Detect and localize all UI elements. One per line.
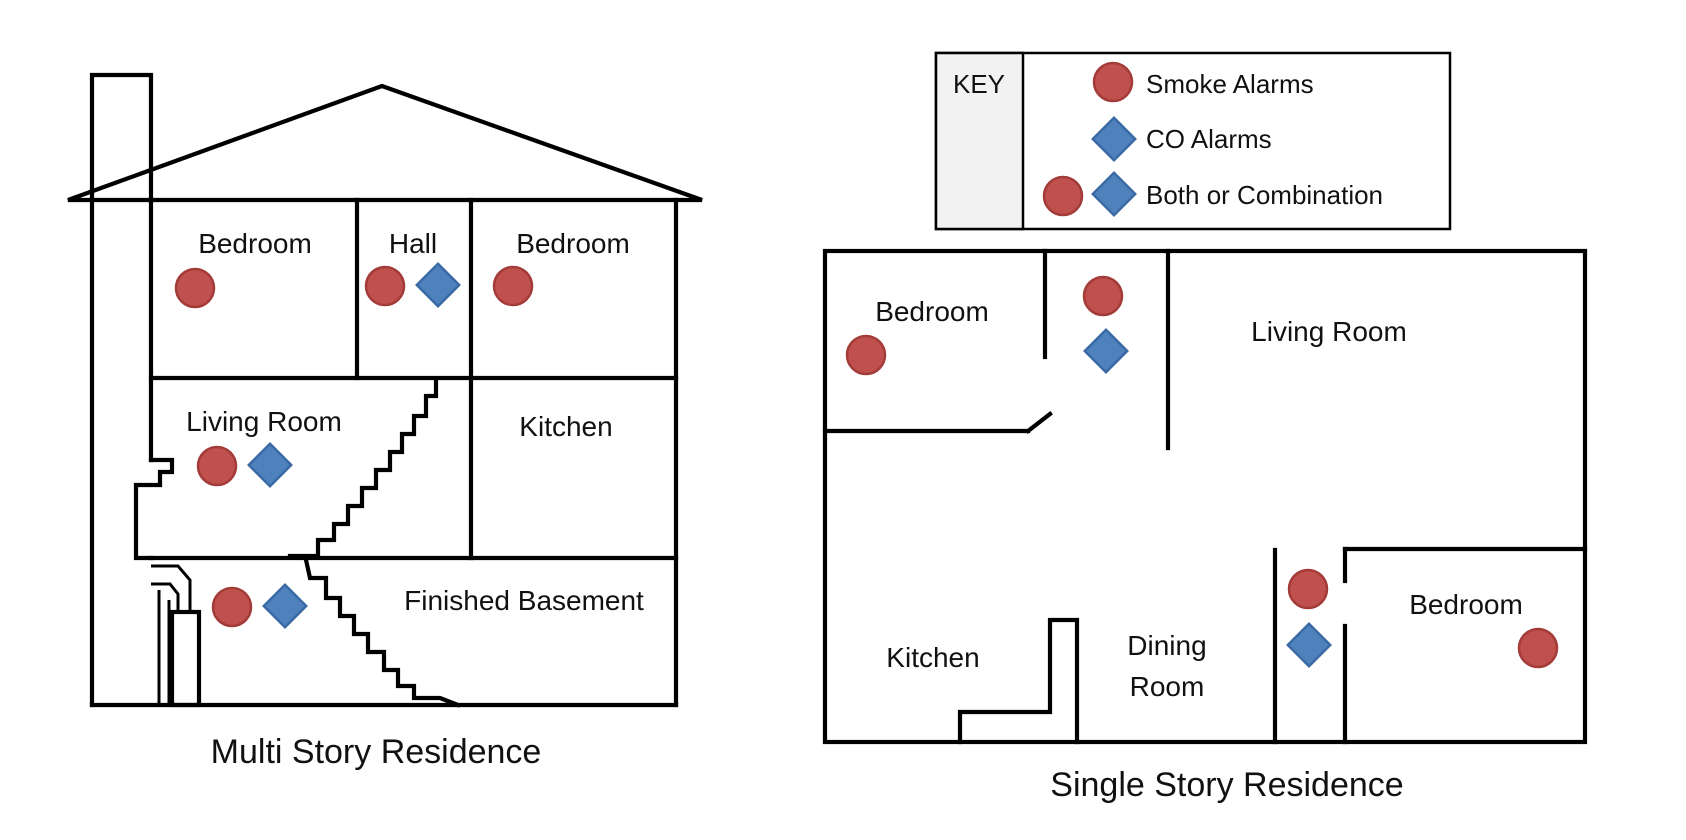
roof (67, 83, 703, 203)
room-label-bedroom-right: Bedroom (516, 228, 630, 259)
legend-key: KEY Smoke Alarms CO Alarms Both or Combi… (934, 51, 1452, 231)
single-story-floorplan: Bedroom Living Room Bedroom Kitchen Dini… (822, 248, 1588, 804)
smoke-alarm-icon (1082, 275, 1124, 317)
smoke-alarm-icon (1287, 568, 1329, 610)
smoke-alarm-icon (174, 267, 216, 309)
smoke-alarm-icon (196, 445, 238, 487)
smoke-alarm-icon (492, 265, 534, 307)
legend-label-co: CO Alarms (1146, 124, 1272, 154)
co-alarm-icon (415, 262, 461, 308)
co-alarm-icon (247, 442, 293, 488)
smoke-alarm-icon (1042, 175, 1084, 217)
smoke-alarm-icon (364, 265, 406, 307)
room-label-bedroom-right: Bedroom (1409, 589, 1523, 620)
legend-label-both: Both or Combination (1146, 180, 1383, 210)
room-label-bedroom-left: Bedroom (198, 228, 312, 259)
caption-multi-story: Multi Story Residence (211, 733, 542, 771)
outer-walls (822, 248, 1588, 745)
room-label-hall: Hall (389, 228, 437, 259)
smoke-alarm-icon (1092, 61, 1134, 103)
room-label-finished-basement: Finished Basement (404, 585, 644, 616)
room-label-living-room: Living Room (186, 406, 342, 437)
co-alarm-icon (1286, 622, 1332, 668)
furnace-pipe-inner (151, 582, 180, 612)
furnace-pipe-outer (151, 564, 192, 612)
co-alarm-icon (1091, 116, 1137, 162)
room-label-kitchen: Kitchen (519, 411, 612, 442)
legend-title-cell (934, 51, 1025, 231)
chimney (89, 72, 154, 203)
co-alarm-icon (1083, 328, 1129, 374)
smoke-alarm-icon (211, 586, 253, 628)
lower-staircase (303, 557, 461, 708)
fireplace (133, 457, 175, 561)
room-label-kitchen: Kitchen (886, 642, 979, 673)
smoke-alarm-icon (845, 334, 887, 376)
room-label-living-room: Living Room (1251, 316, 1407, 347)
caption-single-story: Single Story Residence (1050, 766, 1403, 804)
multi-story-house: Bedroom Hall Bedroom Living Room Kitchen… (67, 72, 703, 771)
legend-title: KEY (953, 69, 1005, 99)
room-label-dining-line2: Room (1130, 671, 1205, 702)
legend-label-smoke: Smoke Alarms (1146, 69, 1314, 99)
upper-staircase (287, 377, 439, 559)
room-label-bedroom-left: Bedroom (875, 296, 989, 327)
furnace (169, 609, 202, 708)
co-alarm-icon (262, 583, 308, 629)
smoke-alarm-icon (1517, 627, 1559, 669)
co-alarm-icon (1091, 171, 1137, 217)
room-label-dining-line1: Dining (1127, 630, 1206, 661)
bedroom-left-door (1025, 411, 1053, 434)
kitchen-counter (957, 617, 1080, 745)
